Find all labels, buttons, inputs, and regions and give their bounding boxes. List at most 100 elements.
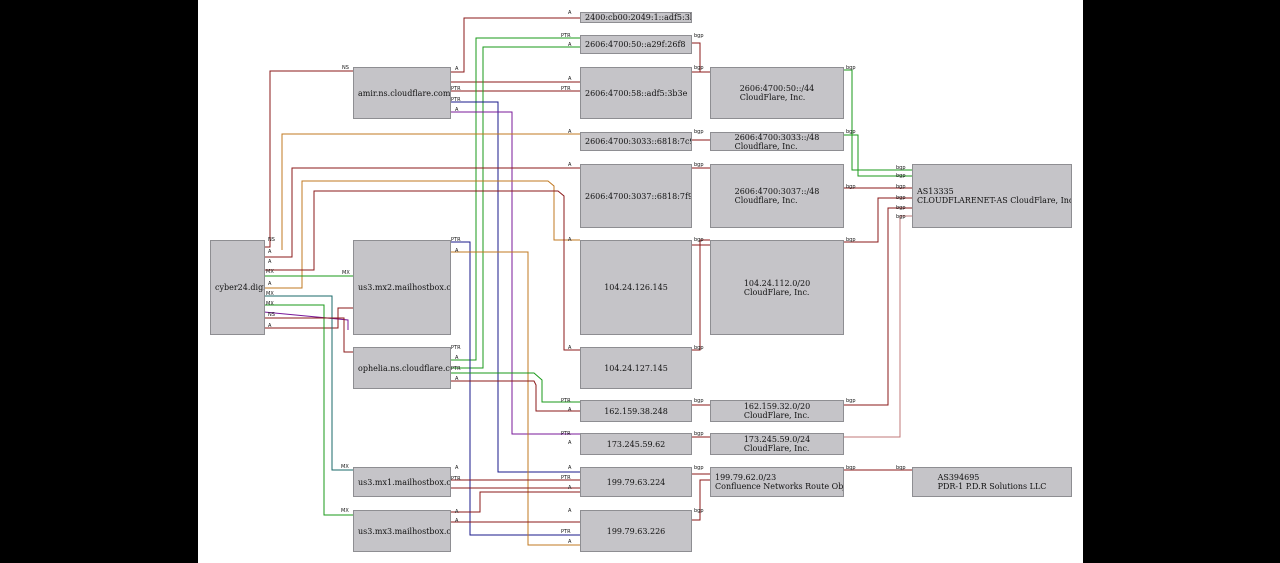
edge-label-mx: MX: [266, 269, 274, 275]
edge-amir-ip6a: [450, 17, 580, 73]
node-ip4-e[interactable]: 199.79.63.224: [580, 467, 692, 497]
edge-label-ptr: PTR: [561, 398, 571, 404]
edge-label-a: A: [568, 407, 572, 413]
node-label: 2606:4700:50::/44 CloudFlare, Inc.: [739, 84, 815, 102]
node-as-pdr[interactable]: AS394695 PDR-1 P.D.R Solutions LLC: [912, 467, 1072, 497]
node-label: amir.ns.cloudflare.com: [358, 88, 451, 98]
node-ip6-c[interactable]: 2606:4700:58::adf5:3b3e: [580, 67, 692, 119]
node-ip6-e[interactable]: 2606:4700:3037::6818:7f91: [580, 164, 692, 228]
node-as-cloudflare[interactable]: AS13335 CLOUDFLARENET-AS CloudFlare, Inc…: [912, 164, 1072, 228]
node-label: 104.24.112.0/20 CloudFlare, Inc.: [743, 278, 811, 297]
node-label: 2606:4700:50::a29f:26f8: [585, 40, 686, 49]
edge-label-a: A: [455, 518, 459, 524]
node-ip4-f[interactable]: 199.79.63.226: [580, 510, 692, 552]
edge-label-a: A: [268, 323, 272, 329]
edge-label-ptr: PTR: [561, 431, 571, 437]
edge-label-a: A: [268, 249, 272, 255]
edge-label-a: A: [568, 440, 572, 446]
node-label: us3.mx3.mailhostbox.com: [358, 526, 451, 536]
node-mx-us3-mx3[interactable]: us3.mx3.mailhostbox.com: [353, 510, 451, 552]
edge-label-ptr: PTR: [451, 86, 461, 92]
edge-label-a: A: [455, 509, 459, 515]
node-label: 199.79.63.224: [606, 477, 666, 487]
node-label: 199.79.63.226: [606, 526, 666, 536]
edge-nete-as: [844, 207, 912, 406]
edge-label-ptr: PTR: [451, 476, 461, 482]
edge-label-bgp: bgp: [694, 431, 704, 437]
edge-label-mx: MX: [266, 291, 274, 297]
edge-label-bgp: bgp: [846, 237, 856, 243]
node-net-e[interactable]: 162.159.32.0/20 CloudFlare, Inc.: [710, 400, 844, 422]
edge-label-ptr: PTR: [451, 237, 461, 243]
node-ip6-b[interactable]: 2606:4700:50::a29f:26f8: [580, 35, 692, 54]
edge-label-a: A: [568, 10, 572, 16]
edge-domain-red-1: [264, 167, 580, 258]
node-label: 162.159.32.0/20 CloudFlare, Inc.: [743, 402, 811, 420]
edge-label-bgp: bgp: [896, 195, 906, 201]
edge-amir-blue: [450, 101, 580, 473]
edge-label-ptr: PTR: [561, 86, 571, 92]
node-label: 162.159.38.248: [604, 406, 668, 416]
edge-label-a: A: [455, 248, 459, 254]
node-label: 2606:4700:3033::/48 Cloudflare, Inc.: [734, 132, 820, 151]
edge-label-ptr: PTR: [451, 366, 461, 372]
edge-label-bgp: bgp: [694, 162, 704, 168]
edge-label-ns: NS: [342, 65, 349, 71]
node-label: 173.245.59.0/24 CloudFlare, Inc.: [743, 435, 811, 453]
node-net-d[interactable]: 104.24.112.0/20 CloudFlare, Inc.: [710, 240, 844, 335]
node-net-b[interactable]: 2606:4700:3033::/48 Cloudflare, Inc.: [710, 132, 844, 151]
node-ip4-c[interactable]: 162.159.38.248: [580, 400, 692, 422]
node-label: 173.245.59.62: [606, 439, 666, 449]
edge-label-a: A: [568, 237, 572, 243]
edge-label-ptr: PTR: [451, 345, 461, 351]
edge-label-bgp: bgp: [896, 205, 906, 211]
edge-label-bgp: bgp: [846, 398, 856, 404]
edge-label-a: A: [455, 107, 459, 113]
node-ip6-a[interactable]: 2400:cb00:2049:1::adf5:3b3e: [580, 12, 692, 23]
node-ip4-a[interactable]: 104.24.126.145: [580, 240, 692, 335]
edge-domain-orange-1: [264, 180, 580, 289]
edge-label-a: A: [568, 129, 572, 135]
edge-label-bgp: bgp: [694, 129, 704, 135]
edge-label-ptr: PTR: [561, 475, 571, 481]
edge-label-ns: NS: [268, 312, 275, 318]
node-label: 2606:4700:58::adf5:3b3e: [585, 88, 688, 98]
edge-label-a: A: [568, 42, 572, 48]
node-net-g[interactable]: 199.79.62.0/23 Confluence Networks Route…: [710, 467, 844, 497]
edge-label-mx: MX: [341, 508, 349, 514]
node-mx-us3-mx1[interactable]: us3.mx1.mailhostbox.com: [353, 467, 451, 497]
edge-domain-red-2: [264, 190, 580, 351]
edge-label-bgp: bgp: [694, 508, 704, 514]
edge-label-ns: NS: [268, 237, 275, 243]
node-label: 104.24.126.145: [604, 283, 668, 292]
edge-label-a: A: [268, 259, 272, 265]
node-ns-amir[interactable]: amir.ns.cloudflare.com: [353, 67, 451, 119]
node-ip6-d[interactable]: 2606:4700:3033::6818:7c91: [580, 132, 692, 151]
node-ip4-b[interactable]: 104.24.127.145: [580, 347, 692, 389]
node-label: us3.mx1.mailhostbox.com: [358, 477, 451, 487]
node-label: 2400:cb00:2049:1::adf5:3b3e: [585, 13, 691, 22]
edge-netf-as: [844, 215, 912, 438]
node-label: AS394695 PDR-1 P.D.R Solutions LLC: [937, 473, 1047, 491]
node-net-a[interactable]: 2606:4700:50::/44 CloudFlare, Inc.: [710, 67, 844, 119]
node-domain[interactable]: cyber24.digital: [210, 240, 265, 335]
node-ip4-d[interactable]: 173.245.59.62: [580, 433, 692, 455]
node-ns-ophelia[interactable]: ophelia.ns.cloudflare.com: [353, 347, 451, 389]
edge-orange-3: [281, 133, 580, 250]
node-label: 104.24.127.145: [604, 363, 668, 373]
edge-label-a: A: [455, 376, 459, 382]
edge-label-a: A: [268, 281, 272, 287]
node-mx-us3-mx2[interactable]: us3.mx2.mailhostbox.com: [353, 240, 451, 335]
edge-label-a: A: [568, 465, 572, 471]
edge-label-bgp: bgp: [846, 184, 856, 190]
edge-mx2-blue: [450, 241, 580, 536]
edge-domain-purple: [263, 311, 349, 330]
edge-ip4f-netg: [692, 479, 710, 521]
edge-label-ptr: PTR: [561, 529, 571, 535]
node-net-c[interactable]: 2606:4700:3037::/48 Cloudflare, Inc.: [710, 164, 844, 228]
edge-domain-orange-2: [450, 251, 580, 546]
edge-label-a: A: [568, 76, 572, 82]
edge-ophelia-ip4c-ptr: [450, 380, 580, 412]
node-net-f[interactable]: 173.245.59.0/24 CloudFlare, Inc.: [710, 433, 844, 455]
edge-label-a: A: [568, 162, 572, 168]
